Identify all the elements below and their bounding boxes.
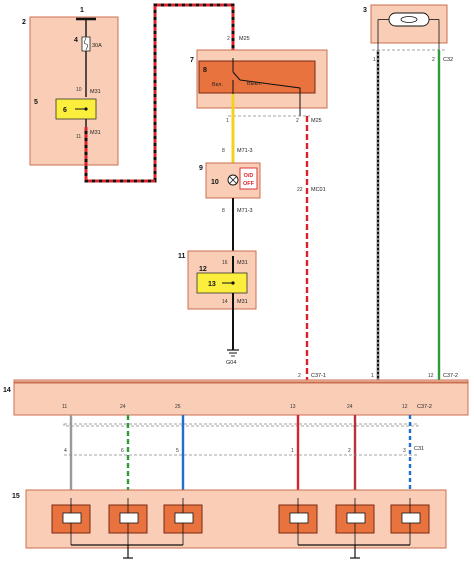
pin-22: 22 xyxy=(297,187,303,193)
component-15-label: 15 xyxy=(12,493,20,500)
connector-m31-top: M31 xyxy=(90,89,101,95)
switch-off-path xyxy=(239,79,301,116)
connector-c37-1: C37-1 xyxy=(311,373,326,379)
component-8-label: 8 xyxy=(203,67,207,74)
red-black-wire xyxy=(84,3,235,183)
fuse-relay-box xyxy=(29,16,119,166)
solenoid-block xyxy=(25,489,447,549)
control-module-top-strip xyxy=(13,379,469,383)
pin-8-b: 8 xyxy=(222,208,225,214)
pin-3-c31: 3 xyxy=(403,448,406,454)
pin-2-sensor: 2 xyxy=(432,57,435,63)
connector-c37-2-bottom: C37-2 xyxy=(417,404,432,410)
pin-6-c31: 6 xyxy=(121,448,124,454)
od-switch-body xyxy=(198,60,316,94)
solenoid-3-icon xyxy=(174,512,194,524)
connector-c31: C31 xyxy=(414,446,424,452)
od-text: O/D xyxy=(244,173,254,179)
pin-12-module: 12 xyxy=(428,373,434,379)
connector-c37-2-top: C37-2 xyxy=(443,373,458,379)
sensor-icon xyxy=(388,12,430,27)
pin-2-switch-in: 2 xyxy=(227,36,230,42)
pin-5-c31: 5 xyxy=(176,448,179,454)
fuse-element xyxy=(84,37,88,51)
connector-m31-c: M31 xyxy=(237,260,248,266)
pin-25-module: 25 xyxy=(175,404,181,410)
connector-mc01: MC01 xyxy=(311,187,326,193)
component-4-label: 4 xyxy=(74,37,78,44)
od-off-badge xyxy=(239,167,258,190)
connector-m71-a: M71-3 xyxy=(237,148,253,154)
pin-14: 14 xyxy=(222,299,228,305)
component-6-label: 6 xyxy=(63,107,67,114)
solenoid-4-icon xyxy=(289,512,309,524)
pin-1-switch: 1 xyxy=(226,118,229,124)
pin-12b-module: 12 xyxy=(402,404,408,410)
relay-12-contact-dot xyxy=(231,281,235,285)
component-9-label: 9 xyxy=(199,165,203,172)
sensor-element xyxy=(400,16,418,23)
pin-13-module: 13 xyxy=(290,404,296,410)
pin-24b-module: 24 xyxy=(347,404,353,410)
component-11-label: 11 xyxy=(178,253,186,260)
pin-16: 16 xyxy=(222,260,228,266)
lamp-cross-2 xyxy=(229,176,237,184)
connector-m25-top: M25 xyxy=(239,36,250,42)
pin-4-c31: 4 xyxy=(64,448,67,454)
connector-m31-d: M31 xyxy=(237,299,248,305)
connector-m71-b: M71-3 xyxy=(237,208,253,214)
component-2-label: 2 xyxy=(22,19,26,26)
pin-2-switch-out: 2 xyxy=(296,118,299,124)
pin-2-c31: 2 xyxy=(348,448,351,454)
solenoid-2-icon xyxy=(119,512,139,524)
pin-1-sensor: 1 xyxy=(373,57,376,63)
component-12-label: 12 xyxy=(199,266,207,273)
pin-8-a: 8 xyxy=(222,148,225,154)
solenoid-6-icon xyxy=(401,512,421,524)
component-3-label: 3 xyxy=(363,7,367,14)
connector-c32: C32 xyxy=(443,57,453,63)
switch-on-label: Вкл. xyxy=(212,82,223,88)
pin-1-c31: 1 xyxy=(291,448,294,454)
off-text: OFF xyxy=(243,181,255,187)
pin-11-module: 11 xyxy=(62,404,67,410)
switch-off-label: Выкл. xyxy=(247,81,262,87)
component-13-label: 13 xyxy=(208,281,216,288)
pin-11: 11 xyxy=(76,134,81,140)
module-connector-outline xyxy=(63,423,419,427)
relay-contact-dot xyxy=(84,107,88,111)
component-14-label: 14 xyxy=(3,387,11,394)
component-10-label: 10 xyxy=(211,179,219,186)
pin-24-module: 24 xyxy=(120,404,126,410)
solenoid-1-icon xyxy=(62,512,82,524)
component-1-label: 1 xyxy=(80,7,84,14)
pin-2-module: 2 xyxy=(298,373,301,379)
switch-lever xyxy=(232,71,241,81)
ground-label: G04 xyxy=(226,360,236,366)
solenoid-5-icon xyxy=(346,512,366,524)
component-7-label: 7 xyxy=(190,57,194,64)
component-5-label: 5 xyxy=(34,99,38,106)
connector-m25-bottom: M25 xyxy=(311,118,322,124)
connector-m31-bottom: M31 xyxy=(90,130,101,136)
fuse-rating: 30A xyxy=(92,43,102,49)
pin-10: 10 xyxy=(76,87,82,93)
control-module xyxy=(13,382,469,416)
pin-1-module: 1 xyxy=(371,373,374,379)
